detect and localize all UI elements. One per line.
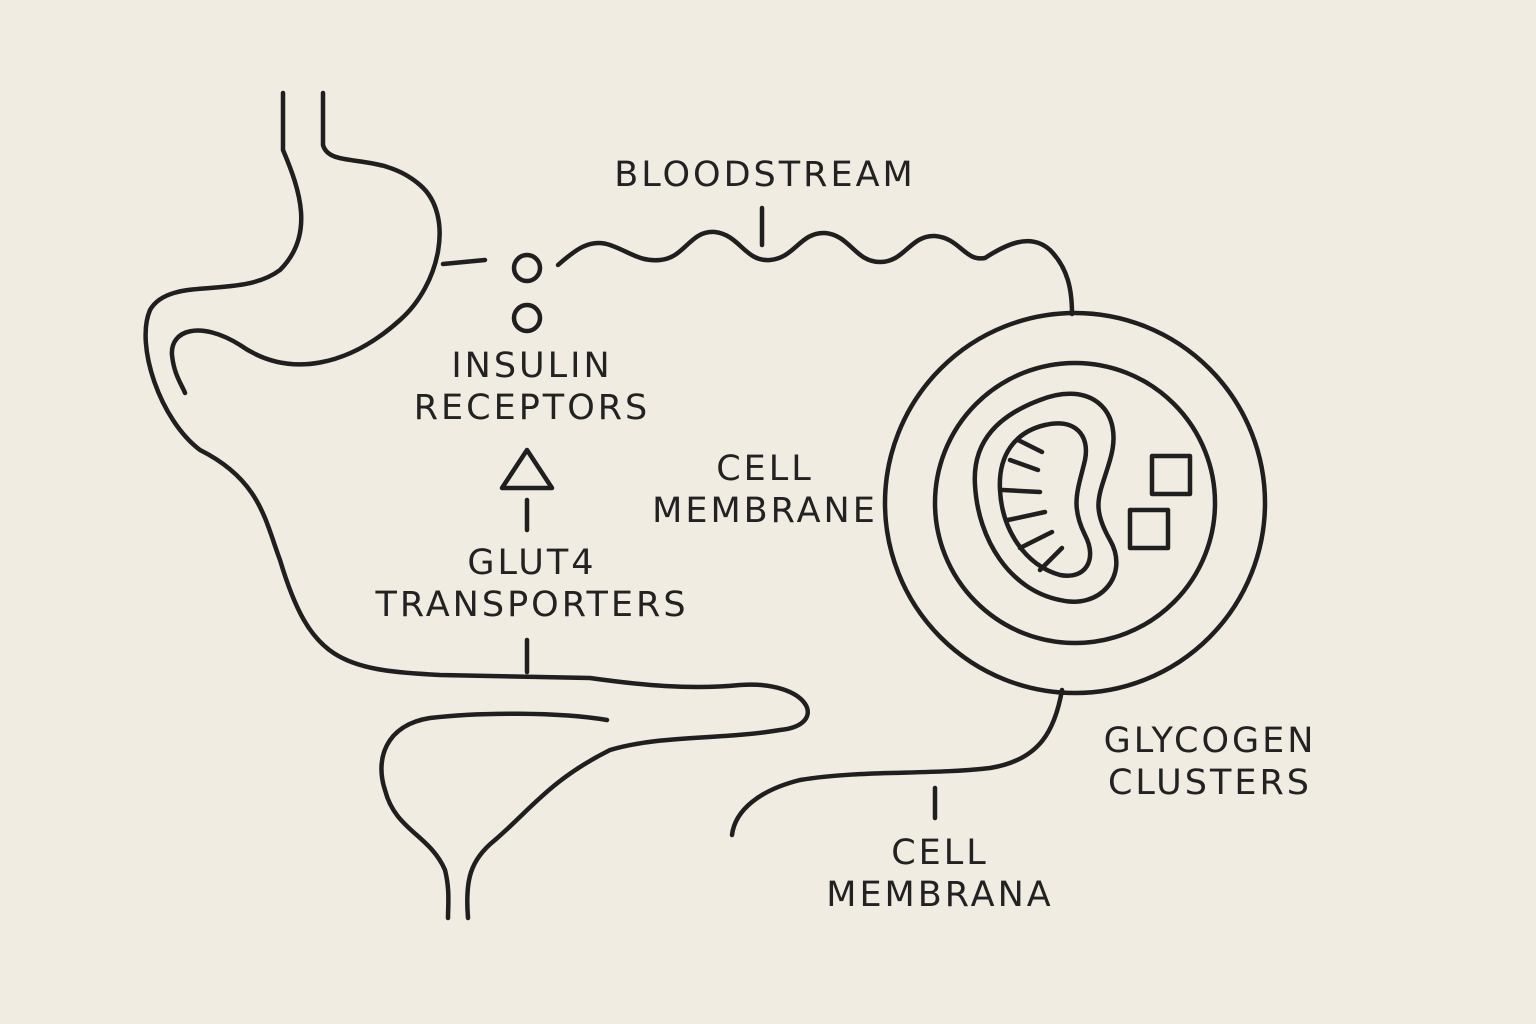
mitochondrion-inner bbox=[997, 421, 1093, 579]
label-cell-membrane: CELL MEMBRANE bbox=[640, 448, 890, 532]
clusters-text: CLUSTERS bbox=[1107, 763, 1313, 803]
label-glycogen-clusters: GLYCOGEN CLUSTERS bbox=[1085, 720, 1335, 804]
stomach-connector bbox=[440, 257, 488, 267]
glycogen-square-upper bbox=[1149, 453, 1193, 497]
label-glut4-transporters: GLUT4 TRANSPORTERS bbox=[367, 542, 697, 626]
insulin-dot-lower bbox=[511, 302, 543, 334]
mitochondrion-outer bbox=[972, 391, 1119, 604]
receptors-text: RECEPTORS bbox=[413, 388, 651, 428]
insulin-dot-upper bbox=[511, 252, 543, 284]
insulin-text: INSULIN bbox=[451, 346, 613, 386]
cell-membrane-line2: MEMBRANE bbox=[652, 491, 878, 531]
cell-outflow-line bbox=[729, 687, 1065, 838]
glut4-text: GLUT4 bbox=[467, 543, 597, 583]
transporters-text: TRANSPORTERS bbox=[375, 585, 689, 625]
cell-membrana-line2: MEMBRANA bbox=[826, 875, 1054, 915]
cell-membrana-line1: CELL bbox=[891, 833, 989, 873]
mitochondrion-cristae bbox=[1000, 437, 1065, 573]
pancreas-outline bbox=[379, 711, 610, 921]
bloodstream-wave bbox=[555, 229, 1075, 317]
bloodstream-text: BLOODSTREAM bbox=[614, 155, 916, 195]
stomach-inner-outline bbox=[169, 90, 442, 396]
stomach-outline bbox=[143, 90, 810, 921]
glycogen-square-lower bbox=[1127, 507, 1171, 551]
label-cell-membrana: CELL MEMBRANA bbox=[815, 832, 1065, 916]
glycogen-text: GLYCOGEN bbox=[1103, 721, 1317, 761]
label-insulin-receptors: INSULIN RECEPTORS bbox=[397, 345, 667, 429]
cell-outer-membrane bbox=[882, 310, 1268, 696]
cell-inner-membrane bbox=[932, 360, 1218, 646]
label-bloodstream: BLOODSTREAM bbox=[585, 154, 945, 196]
triangle-icon bbox=[499, 447, 555, 491]
cell-membrane-line1: CELL bbox=[716, 449, 814, 489]
